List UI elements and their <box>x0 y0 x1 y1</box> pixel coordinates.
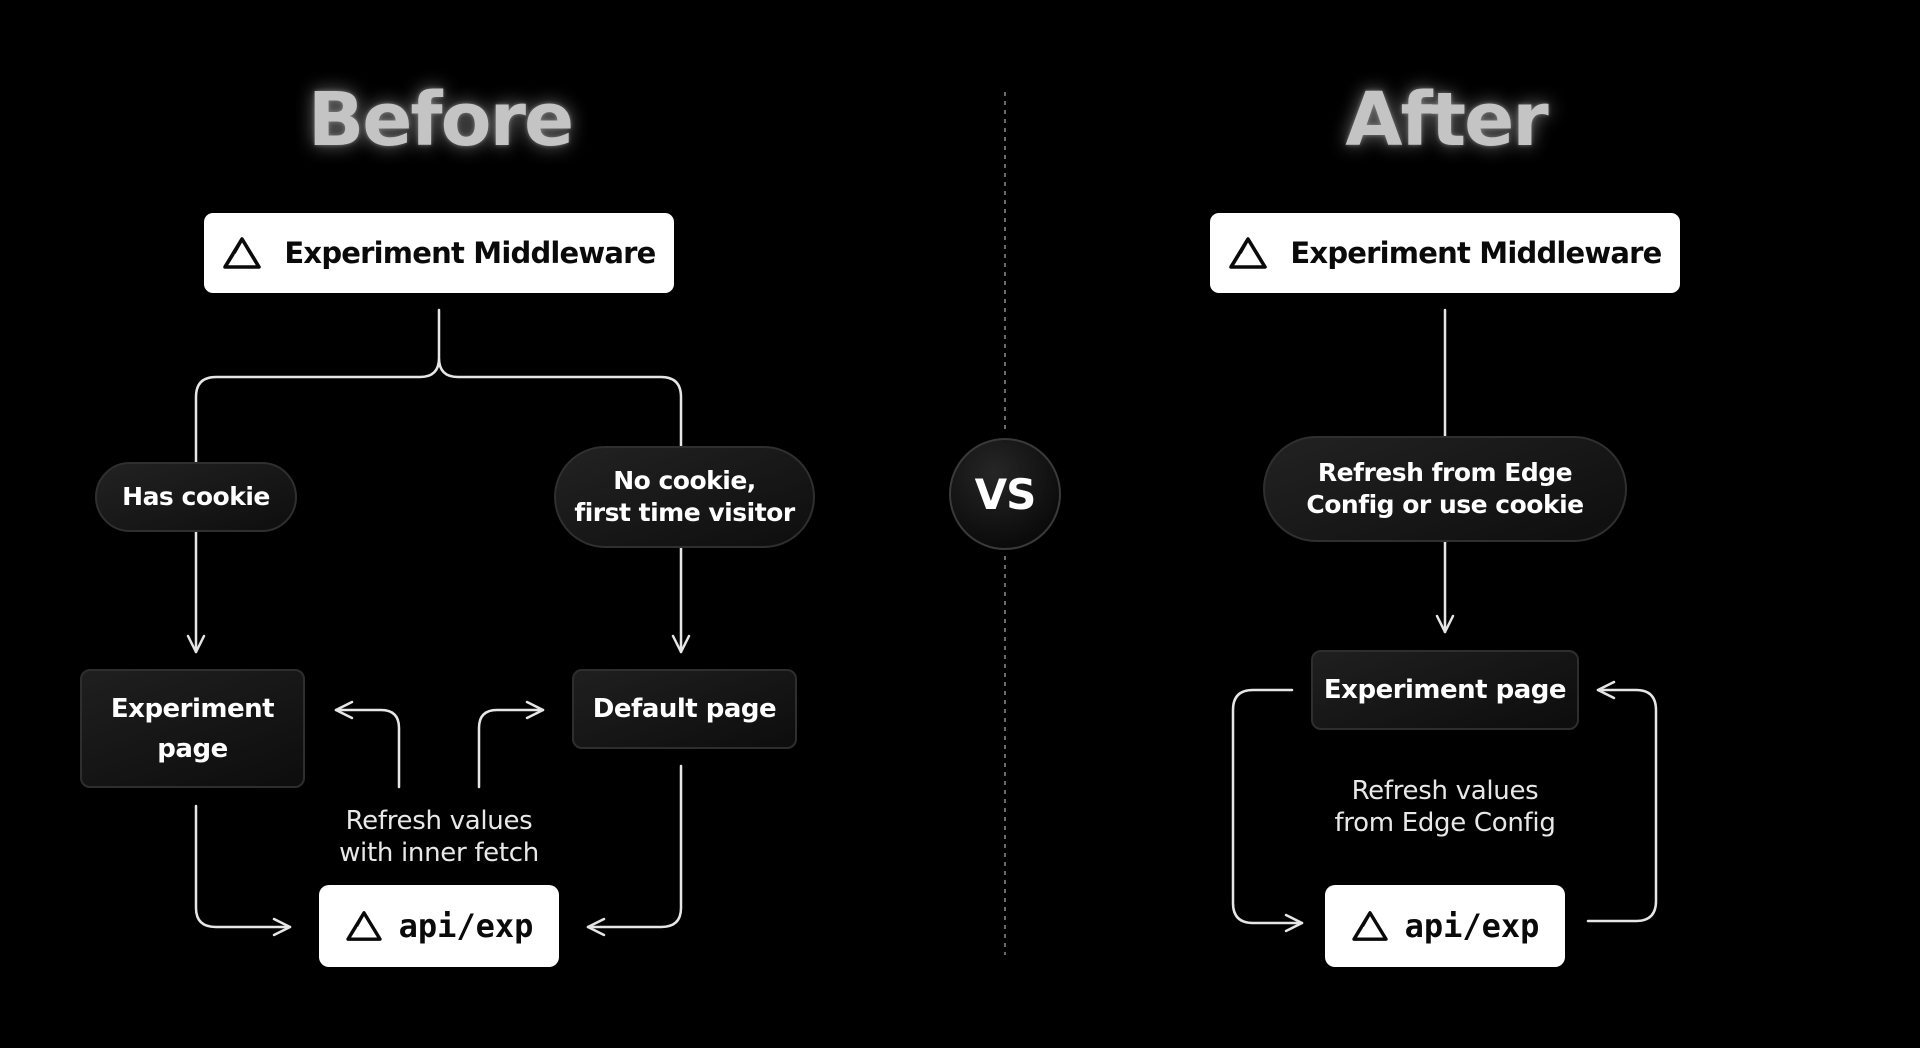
after-refresh-pill: Refresh from Edge Config or use cookie <box>1263 436 1627 542</box>
refresh-pill-line-1: Refresh from Edge <box>1317 458 1573 487</box>
after-arrow-experiment-to-api <box>1231 688 1304 933</box>
has-cookie-label: Has cookie <box>122 482 270 511</box>
before-api-label: api/exp <box>398 907 534 945</box>
after-api-label: api/exp <box>1404 907 1540 945</box>
no-cookie-line-1: No cookie, <box>613 466 756 495</box>
before-arrow-default-to-api <box>586 764 683 937</box>
after-api-box: api/exp <box>1325 885 1565 967</box>
triangle-logo-icon <box>1228 236 1268 270</box>
before-arrow-refresh-to-experiment <box>334 700 401 789</box>
before-refresh-caption: Refresh values with inner fetch <box>299 805 579 869</box>
after-experiment-page-label: Experiment page <box>1323 675 1567 705</box>
refresh-pill-line-2: Config or use cookie <box>1306 490 1584 519</box>
experiment-page-line-1: Experiment <box>110 693 275 724</box>
after-experiment-page-box: Experiment page <box>1311 650 1579 730</box>
before-refresh-line-2: with inner fetch <box>339 838 539 868</box>
default-page-label: Default page <box>592 694 777 724</box>
vs-badge: VS <box>949 438 1061 550</box>
triangle-logo-icon <box>222 236 262 270</box>
triangle-logo-icon <box>1351 910 1389 942</box>
after-middleware-box: Experiment Middleware <box>1210 213 1680 293</box>
after-refresh-caption: Refresh values from Edge Config <box>1305 775 1585 839</box>
before-api-box: api/exp <box>319 885 559 967</box>
after-middleware-label: Experiment Middleware <box>1290 236 1662 270</box>
before-brace-connector <box>194 308 683 464</box>
no-cookie-line-2: first time visitor <box>574 498 795 527</box>
before-no-cookie-pill: No cookie, first time visitor <box>554 446 815 548</box>
triangle-logo-icon <box>345 910 383 942</box>
vs-label: VS <box>974 469 1037 519</box>
after-heading: After <box>1345 77 1549 163</box>
after-refresh-line-2: from Edge Config <box>1334 808 1556 838</box>
before-experiment-page-box: Experiment page <box>80 669 305 788</box>
before-arrow-experiment-to-api <box>194 804 292 937</box>
before-heading: Before <box>307 77 574 163</box>
before-middleware-box: Experiment Middleware <box>204 213 674 293</box>
experiment-page-line-2: page <box>157 733 228 764</box>
before-arrow-refresh-to-default <box>477 700 545 789</box>
before-default-page-box: Default page <box>572 669 797 749</box>
before-refresh-line-1: Refresh values <box>345 806 533 836</box>
before-middleware-label: Experiment Middleware <box>284 236 656 270</box>
after-arrow-api-to-experiment <box>1586 680 1658 923</box>
before-has-cookie-pill: Has cookie <box>95 462 297 532</box>
after-refresh-line-1: Refresh values <box>1351 776 1539 806</box>
